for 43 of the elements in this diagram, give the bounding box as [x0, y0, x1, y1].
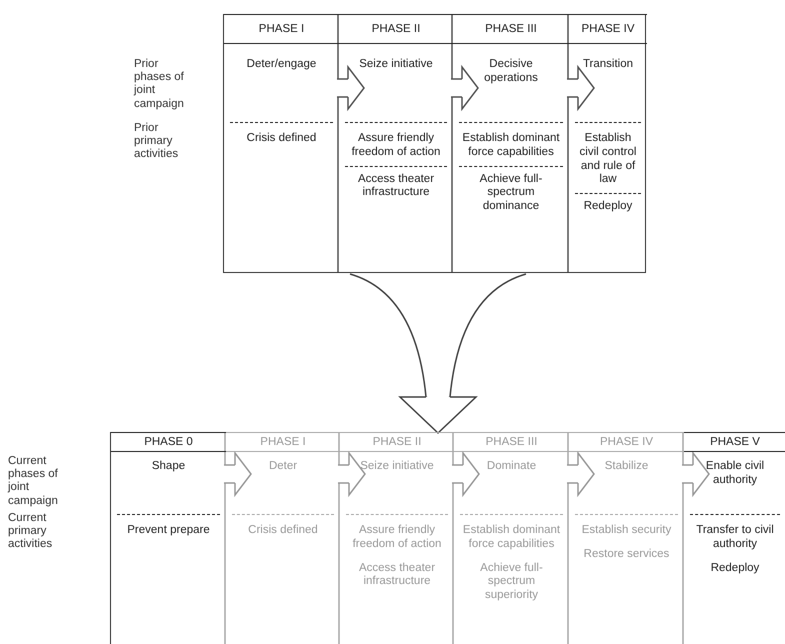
activity-text: Establish dominant force capabilities	[462, 524, 562, 552]
activity-text: Establish dominant force capabilities	[461, 132, 561, 160]
phase-name: Enable civil authority	[704, 460, 766, 488]
phase-header: PHASE I	[224, 14, 339, 44]
row-label: Prior primary activities	[134, 122, 180, 162]
phase-name: Seize initiative	[358, 58, 434, 72]
phase-header: PHASE III	[454, 432, 569, 452]
phase-name: Transition	[582, 58, 634, 72]
phase-name: Stabilize	[604, 460, 650, 474]
phase-header: PHASE IV	[569, 14, 647, 44]
activity-text: Establish civil control and rule of law	[578, 132, 638, 188]
activity-text: Crisis defined	[247, 524, 319, 538]
activity-text: Assure friendly freedom of action	[352, 524, 442, 552]
phase-name: Seize initiative	[359, 460, 435, 474]
phase-table	[110, 432, 785, 644]
activity-text: Redeploy	[582, 200, 634, 214]
activity-text: Achieve full-spectrum dominance	[478, 172, 544, 214]
phase-name: Shape	[150, 460, 186, 474]
phase-name: Deter	[268, 460, 298, 474]
activity-text: Prevent prepare	[126, 524, 211, 538]
phase-header: PHASE 0	[111, 432, 226, 452]
activity-text: Establish security	[580, 524, 672, 538]
phase-header: PHASE IV	[569, 432, 684, 452]
phase-header: PHASE I	[226, 432, 340, 452]
row-label: Current primary activities	[8, 512, 54, 552]
phase-name: Dominate	[486, 460, 538, 474]
activity-text: Access theater infrastructure	[358, 562, 436, 590]
row-label: Current phases of joint campaign	[8, 455, 59, 508]
phase-header: PHASE II	[340, 432, 454, 452]
phase-header: PHASE V	[684, 432, 785, 452]
activity-text: Restore services	[582, 548, 670, 562]
phase-table	[223, 14, 646, 273]
activity-text: Redeploy	[710, 562, 760, 576]
activity-text: Achieve full-spectrum superiority	[479, 562, 544, 603]
phase-header: PHASE III	[453, 14, 569, 44]
activity-text: Assure friendly freedom of action	[350, 132, 442, 160]
row-label: Prior phases of joint campaign	[134, 58, 185, 111]
phase-name: Deter/engage	[246, 58, 318, 72]
phase-header: PHASE II	[339, 14, 453, 44]
activity-text: Access theater infrastructure	[356, 172, 436, 200]
phase-name: Decisive operations	[483, 58, 539, 86]
activity-text: Crisis defined	[246, 132, 318, 146]
activity-text: Transfer to civil authority	[695, 524, 775, 552]
